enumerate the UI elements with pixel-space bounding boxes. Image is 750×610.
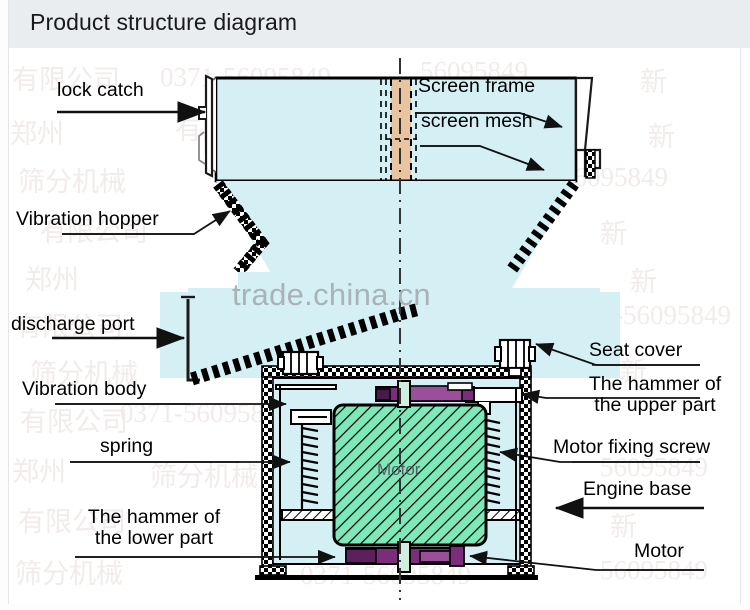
label-underlines (52, 111, 704, 571)
page-edge-bottom (0, 604, 750, 610)
spring-coil-left (300, 424, 319, 510)
lock-catch-right (574, 76, 602, 179)
seat-cover-beam (261, 365, 532, 378)
page-rule-left (8, 0, 9, 610)
label-motor-fixing-screw: Motor fixing screw (553, 436, 711, 458)
label-vibration-body: Vibration body (22, 378, 147, 400)
page-edge-right (740, 48, 750, 610)
header-bar: Product structure diagram (0, 0, 750, 48)
label-hammer-lower: The hammer of the lower part (64, 507, 244, 548)
label-lock-catch: lock catch (57, 79, 144, 101)
page-title: Product structure diagram (30, 9, 298, 35)
frame-column-left (261, 371, 274, 571)
bearing-block-left (277, 350, 324, 376)
vibration-hopper (213, 180, 579, 292)
label-discharge-port: discharge port (11, 313, 135, 335)
seat-frame-housing (255, 338, 538, 580)
label-screen-frame: Screen frame (418, 75, 536, 97)
label-engine-base: Engine base (583, 478, 692, 500)
label-hammer-upper-line1: The hammer of (588, 373, 722, 395)
label-motor: Motor (634, 540, 684, 562)
lock-catch-left (198, 74, 217, 178)
label-spring: spring (100, 435, 154, 457)
bearing-block-right (494, 338, 536, 377)
label-hammer-lower-line1: The hammer of (87, 506, 221, 528)
label-hammer-lower-line2: the lower part (94, 526, 214, 549)
page-edge-left (0, 0, 9, 610)
hammer-lower (345, 541, 465, 573)
label-hammer-upper: The hammer of the upper part (566, 374, 744, 415)
discharge-chute (190, 307, 402, 386)
engine-base-plate (255, 565, 538, 580)
label-hammer-upper-line2: the upper part (594, 393, 716, 416)
label-screen-mesh: screen mesh (421, 110, 533, 132)
label-seat-cover: Seat cover (589, 339, 683, 361)
label-vibration-hopper: Vibration hopper (16, 208, 159, 230)
screen-drum-assembly (198, 74, 602, 183)
page-rule-right (740, 48, 741, 610)
motor-inline-label: Motor (377, 460, 421, 479)
